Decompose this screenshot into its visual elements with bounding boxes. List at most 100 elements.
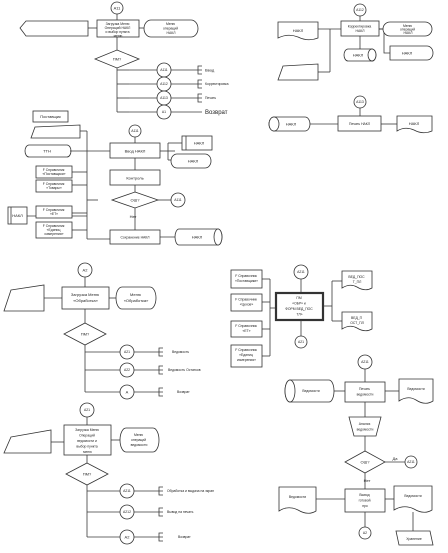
reference-goods-label: F Справочник «Товары» [43, 182, 66, 190]
connector-a111-mid-label: A111 [131, 129, 139, 133]
process-load-processing-label: Загрузка Меню «Обработка» [71, 292, 100, 303]
label-vozvrat: Возврат [205, 110, 228, 116]
process-print-nakl [337, 115, 382, 132]
manual-input-mid [30, 124, 81, 139]
document-out-nakl-label: НАКЛ [409, 121, 420, 126]
connector-a21-mr [294, 335, 308, 349]
label-process-display: Обработка и выдача на экран [167, 489, 214, 493]
reference-et-label: F Справочник «ЕТ» [43, 208, 66, 216]
connector-a2-bl2-label: A2 [125, 535, 131, 540]
reference-et [35, 205, 73, 219]
document-out-nakl [396, 115, 433, 134]
connector-a211-br-label: A211 [361, 360, 369, 364]
connector-a-label: A [126, 390, 129, 395]
process-korrektirovka-label: Корректировка НАКЛ [348, 25, 372, 34]
nakl-file-left [7, 206, 28, 225]
connector-a212-label: A212 [123, 510, 131, 514]
doc-remainder-statement-label: ВЕД_П ОСТ_ПЛ [350, 316, 364, 325]
storage-disk-save-label: НАКЛ [192, 235, 203, 240]
flow-mid-left: Поставщик ТТН A111 Ввод НАКЛ НАКЛ НАКЛ К… [7, 110, 223, 246]
doc-statements-right2 [393, 485, 433, 513]
process-korrektirovka [340, 20, 380, 37]
connector-a113-top [353, 95, 367, 109]
display-statement-menu [119, 427, 160, 453]
display-menu-processing-label: Меню «Обработка» [124, 292, 149, 303]
process-input-nakl-label: Ввод НАКЛ [125, 149, 146, 154]
connector-a112-top-label: A112 [356, 8, 364, 12]
process-output-ready-label: Вывод готовой про [359, 493, 372, 508]
display-menu-label: Меню операций НАКЛ [400, 24, 416, 35]
display-statement-menu-label: Меню операций ведомости [131, 433, 148, 447]
flow-top-left: A11 Загрузка Меню Операций НАКЛ и выбор … [19, 1, 229, 120]
connector-a22-label: A22 [124, 368, 130, 372]
reference-suppliers [35, 165, 73, 179]
reference-suppliers-label: F Справочник «Поставщики» [42, 168, 65, 176]
label-print-output: Вывод на печать [167, 510, 194, 514]
manual-input-shape [19, 20, 89, 37]
storage-archive-label: Хранение [406, 537, 422, 541]
flow-bottom-left-2: A21 Загрузка Меню Операций ведомости и в… [3, 402, 214, 545]
process-statement-menu [63, 424, 112, 456]
process-form-statements [274, 291, 325, 322]
document-nakl [277, 21, 319, 41]
process-control-label: Контроль [126, 176, 143, 181]
decision-pm-bl1-label: ПМ? [81, 332, 90, 337]
ref-workshops-mr-label: F Справочник «Цехов» [235, 298, 258, 307]
connector-a11-label: A11 [114, 6, 122, 11]
ref-suppliers-mr [230, 269, 263, 289]
display-nakl-mid-label: НАКЛ [188, 159, 199, 164]
display-menu-operations [143, 19, 199, 38]
label-vvod: Ввод [205, 68, 215, 73]
manual-analysis-label: Анализ ведомости [357, 422, 374, 432]
connector-a1-label: A1 [162, 110, 166, 114]
connector-a112-top [353, 3, 367, 17]
doc-statements-right2-label: Ведомости [404, 494, 421, 498]
reference-goods [35, 179, 73, 193]
doc-remainder-statement [341, 311, 373, 332]
connector-a21-mr-label: A21 [298, 340, 304, 344]
connector-a113-top-label: A113 [356, 100, 364, 104]
label-pechat: Печать [205, 96, 216, 100]
label-vedomost-ostatkov: Ведомость Остатков [168, 368, 201, 372]
connector-a211-err-label: A211 [407, 460, 415, 464]
flow-top-right: A112 НАКЛ Корректировка НАКЛ Меню операц… [268, 3, 434, 134]
label-vedomost: Ведомость [172, 350, 189, 354]
display-menu [382, 21, 433, 37]
connector-a211-mr-label: A211 [297, 270, 305, 274]
nakl-file-left-label: НАКЛ [12, 213, 23, 218]
document-nakl-label: НАКЛ [293, 28, 304, 33]
process-form-statements-label: ПМ «ОБР» и ФОРМ ВЕД_ПОС ТЛ» [285, 296, 313, 317]
connector-a21-bl2-label: A21 [84, 408, 90, 412]
label-yes: Да [393, 456, 399, 461]
label-no-br: Нет [364, 478, 371, 483]
connector-a111-label: A111 [160, 68, 168, 72]
storage-archive [395, 530, 434, 546]
connector-a111-err [170, 192, 186, 208]
decision-error-label: ОШ? [130, 198, 140, 203]
connector-a2-br-label: A2 [363, 531, 367, 535]
storage-tape-nakl-label: НАКЛ [286, 122, 297, 127]
connector-a112-label: A112 [160, 82, 168, 86]
display-menu-processing [115, 286, 157, 310]
manual-input-shape-right [277, 63, 319, 81]
reference-units-label: F Справочник «Единиц измерения» [43, 224, 66, 236]
doc-statements-left-label: Ведомости [289, 495, 306, 499]
supplier-label: Поставщик [40, 114, 61, 119]
display-nakl-mid [170, 153, 212, 169]
connector-a211-label: A211 [123, 489, 131, 493]
ref-et-mr-label: F Справочник «ЕТ» [235, 324, 258, 333]
supplier-box [32, 110, 69, 123]
manual-input-bl1 [3, 284, 45, 312]
process-load-menu [96, 19, 140, 38]
label-no: Нет [130, 214, 137, 219]
display-menu-operations-label: Меню операций НАКЛ [163, 22, 179, 35]
label-vozvrat-bl2: Возврат [178, 535, 191, 539]
ref-units-mr [230, 344, 263, 368]
doc-statements-out [398, 378, 434, 404]
nakl-record-label: НАКЛ [194, 141, 205, 146]
ref-suppliers-mr-label: F Справочник «Поставщики» [235, 274, 258, 283]
connector-a113-label: A113 [160, 96, 168, 100]
process-load-menu-label: Загрузка Меню Операций НАКЛ и выбор пунк… [105, 22, 132, 38]
connector-a2-br [358, 526, 372, 540]
flow-bottom-right: A211 Ведомости Печать ведомости Ведомост… [278, 354, 434, 546]
